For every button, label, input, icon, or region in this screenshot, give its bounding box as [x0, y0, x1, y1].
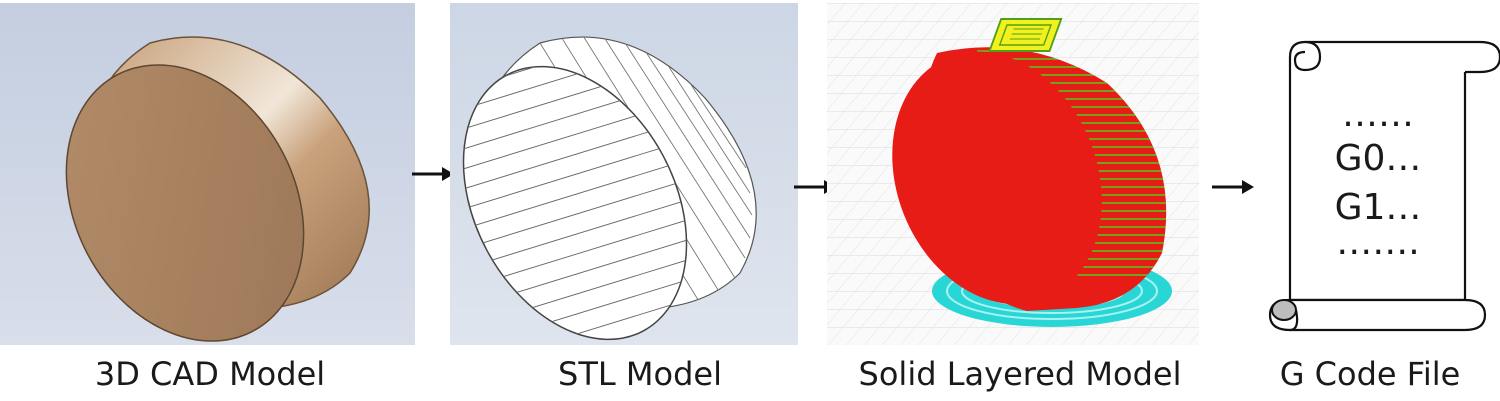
caption-cad-model: 3D CAD Model	[94, 355, 326, 393]
stl-model-panel	[450, 3, 798, 345]
gcode-line-2: G0…	[1334, 138, 1422, 179]
gcode-line-3: G1…	[1334, 187, 1422, 228]
gcode-line-1: ……	[1342, 94, 1414, 135]
gcode-line-4: …….	[1336, 222, 1420, 263]
metal-cylinder-render	[0, 3, 415, 345]
gcode-file-panel: …… G0… G1… …….	[1250, 30, 1500, 350]
layered-model-panel	[827, 3, 1199, 345]
cad-model-panel	[0, 3, 415, 345]
sliced-layered-cylinder	[827, 3, 1199, 345]
triangulated-mesh-cylinder	[450, 3, 798, 345]
scroll-document-icon	[1268, 40, 1500, 332]
caption-layered-model: Solid Layered Model	[858, 355, 1182, 393]
arrow-right-icon	[1212, 180, 1254, 194]
top-infill	[988, 18, 1063, 52]
caption-stl-model: STL Model	[558, 355, 722, 393]
caption-gcode-file: G Code File	[1279, 355, 1461, 393]
arrow-right-icon	[412, 167, 454, 181]
